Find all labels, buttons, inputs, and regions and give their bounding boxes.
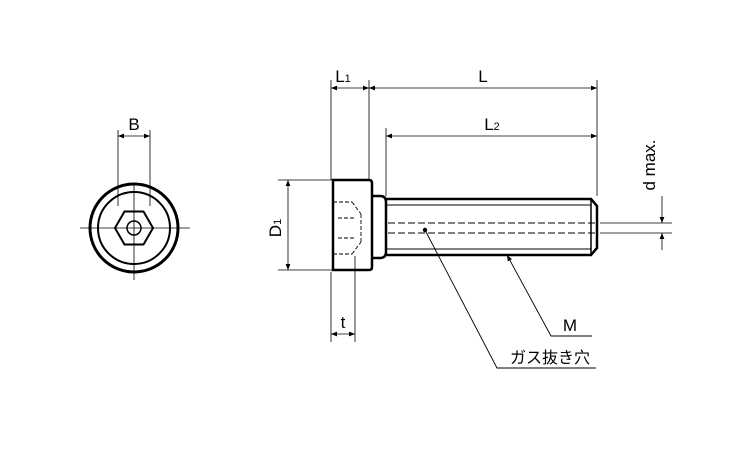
vent-hole-leader-dot (422, 227, 428, 233)
end-view: B (80, 115, 190, 280)
side-view: L1 L L2 D1 d max. t M ガス抜き穴 (266, 67, 672, 369)
t-label: t (341, 313, 346, 332)
head-outer-circle (88, 182, 180, 274)
hex-socket (113, 210, 155, 246)
l1-label: L1 (335, 67, 351, 86)
vent-hole-circle (126, 220, 142, 236)
screw-neck (372, 194, 388, 260)
m-label: M (563, 316, 577, 335)
d-max-label: d max. (640, 139, 659, 190)
l-label: L (478, 67, 487, 86)
screw-head (331, 178, 374, 272)
d1-label: D1 (266, 219, 285, 237)
screw-shank (386, 197, 599, 257)
b-label: B (128, 115, 139, 134)
head-inner-circle (97, 191, 171, 265)
l2-label: L2 (484, 115, 500, 134)
vent-hole-label: ガス抜き穴 (510, 348, 590, 367)
socket-hidden-lines (333, 201, 362, 255)
vent-hole-leader (424, 229, 596, 369)
m-leader (506, 254, 592, 337)
